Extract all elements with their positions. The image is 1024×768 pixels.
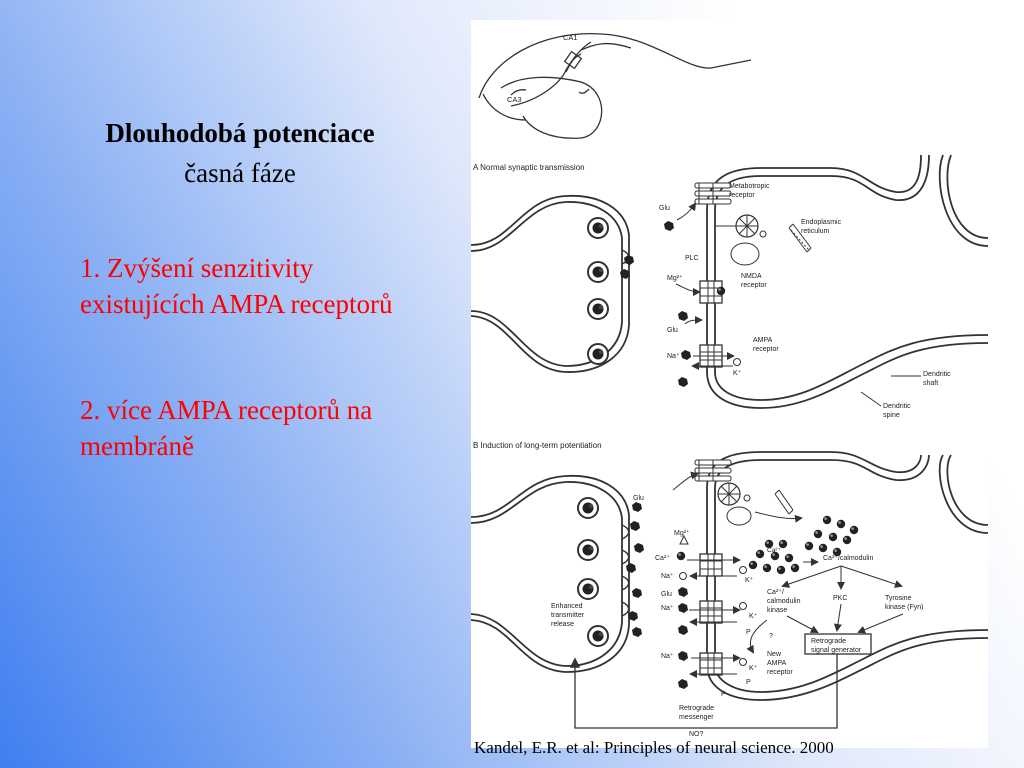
panel-b-k1-label: K⁺ xyxy=(745,576,754,584)
enhanced-label-2: transmitter xyxy=(551,612,585,619)
panel-b-na3-label: Na⁺ xyxy=(661,652,674,660)
ca-calmodulin-label: Ca²⁺/calmodulin xyxy=(823,554,873,562)
new-ampa-label-2: AMPA xyxy=(767,660,787,667)
er-label-1: Endoplasmic xyxy=(801,219,842,226)
metabotropic-label-1: Metabotropic xyxy=(729,183,770,190)
panel-b-mg-label: Mg²⁺ xyxy=(674,529,690,537)
bullet-point-2: 2. více AMPA receptorů na membráně xyxy=(80,395,373,461)
camkii-label-1: Ca²⁺/ xyxy=(767,588,784,596)
metabotropic-label-2: receptor xyxy=(729,192,755,199)
retro-msg-label-2: messenger xyxy=(679,714,714,721)
enhanced-label-1: Enhanced xyxy=(551,603,583,610)
k-label: K⁺ xyxy=(733,369,742,377)
panel-a: A Normal synaptic transmission Metabotro… xyxy=(471,154,988,419)
panel-a-title: A Normal synaptic transmission xyxy=(473,163,585,172)
retro-msg-label-1: Retrograde xyxy=(679,705,714,712)
panel-b-p1-label: P xyxy=(746,629,751,636)
plc-label: PLC xyxy=(685,255,699,262)
ca1-label: CA1 xyxy=(563,33,578,42)
citation: Kandel, E.R. et al: Principles of neural… xyxy=(474,738,834,757)
mg-label: Mg²⁺ xyxy=(667,274,683,282)
tyrosine-label-2: kinase (Fyn) xyxy=(885,604,924,611)
ampa-label-2: receptor xyxy=(753,346,779,353)
hippocampus-sketch xyxy=(478,33,752,139)
enhanced-label-3: release xyxy=(551,621,574,628)
presynaptic-terminal-a xyxy=(471,195,630,373)
dendritic-spine-a xyxy=(706,154,988,409)
ca-cluster-label: Ca²⁺ xyxy=(767,547,781,554)
no-label: NO? xyxy=(689,731,704,738)
panel-b-k2-label: K⁺ xyxy=(749,612,758,620)
panel-b-glu-1: Glu xyxy=(633,495,644,502)
panel-a-glu-1: Glu xyxy=(659,205,670,212)
panel-b-p2-label: P xyxy=(746,679,751,686)
tyrosine-label-1: Tyrosine xyxy=(885,595,912,602)
panel-b-k3-label: K⁺ xyxy=(749,664,758,672)
panel-b-na2-label: Na⁺ xyxy=(661,604,674,612)
retrograde-gen-label-1: Retrograde xyxy=(811,638,846,645)
nmda-label-1: NMDA xyxy=(741,273,762,280)
panel-b-title: B Induction of long-term potentiation xyxy=(473,441,602,450)
synapse-diagram: CA1 CA3 A Normal synaptic transmission M… xyxy=(471,33,988,738)
slide-title: Dlouhodobá potenciace xyxy=(105,118,375,148)
camkii-label-2: calmodulin xyxy=(767,598,801,605)
dendritic-shaft-label-2: shaft xyxy=(923,380,938,387)
synapse-figure: CA1 CA3 A Normal synaptic transmission M… xyxy=(471,20,988,748)
panel-b-p3-label: P xyxy=(721,691,726,698)
pkc-label: PKC xyxy=(833,595,847,602)
nmda-label-2: receptor xyxy=(741,282,767,289)
dendritic-spine-label-1: Dendritic xyxy=(883,403,911,410)
panel-b-glu-2: Glu xyxy=(661,591,672,598)
ampa-label-1: AMPA xyxy=(753,337,773,344)
retrograde-gen-label-2: signal generator xyxy=(811,647,862,654)
er-label-2: reticulum xyxy=(801,228,830,235)
bullet-point-1: 1. Zvýšení senzitivity existujících AMPA… xyxy=(80,253,393,319)
new-ampa-label-3: receptor xyxy=(767,669,793,676)
dendritic-shaft-label-1: Dendritic xyxy=(923,371,951,378)
new-ampa-label-1: New xyxy=(767,651,782,658)
slide-subtitle: časná fáze xyxy=(184,158,296,188)
dendritic-spine-label-2: spine xyxy=(883,412,900,419)
question-label: ? xyxy=(769,633,773,640)
panel-b-na1-label: Na⁺ xyxy=(661,572,674,580)
panel-a-glu-2: Glu xyxy=(667,327,678,334)
na-label: Na⁺ xyxy=(667,352,680,360)
ca3-label: CA3 xyxy=(507,95,522,104)
panel-b-ca-label: Ca²⁺ xyxy=(655,554,670,562)
camkii-label-3: kinase xyxy=(767,607,787,614)
panel-b: B Induction of long-term potentiation Gl… xyxy=(471,441,988,738)
dendritic-spine-b xyxy=(706,451,988,701)
